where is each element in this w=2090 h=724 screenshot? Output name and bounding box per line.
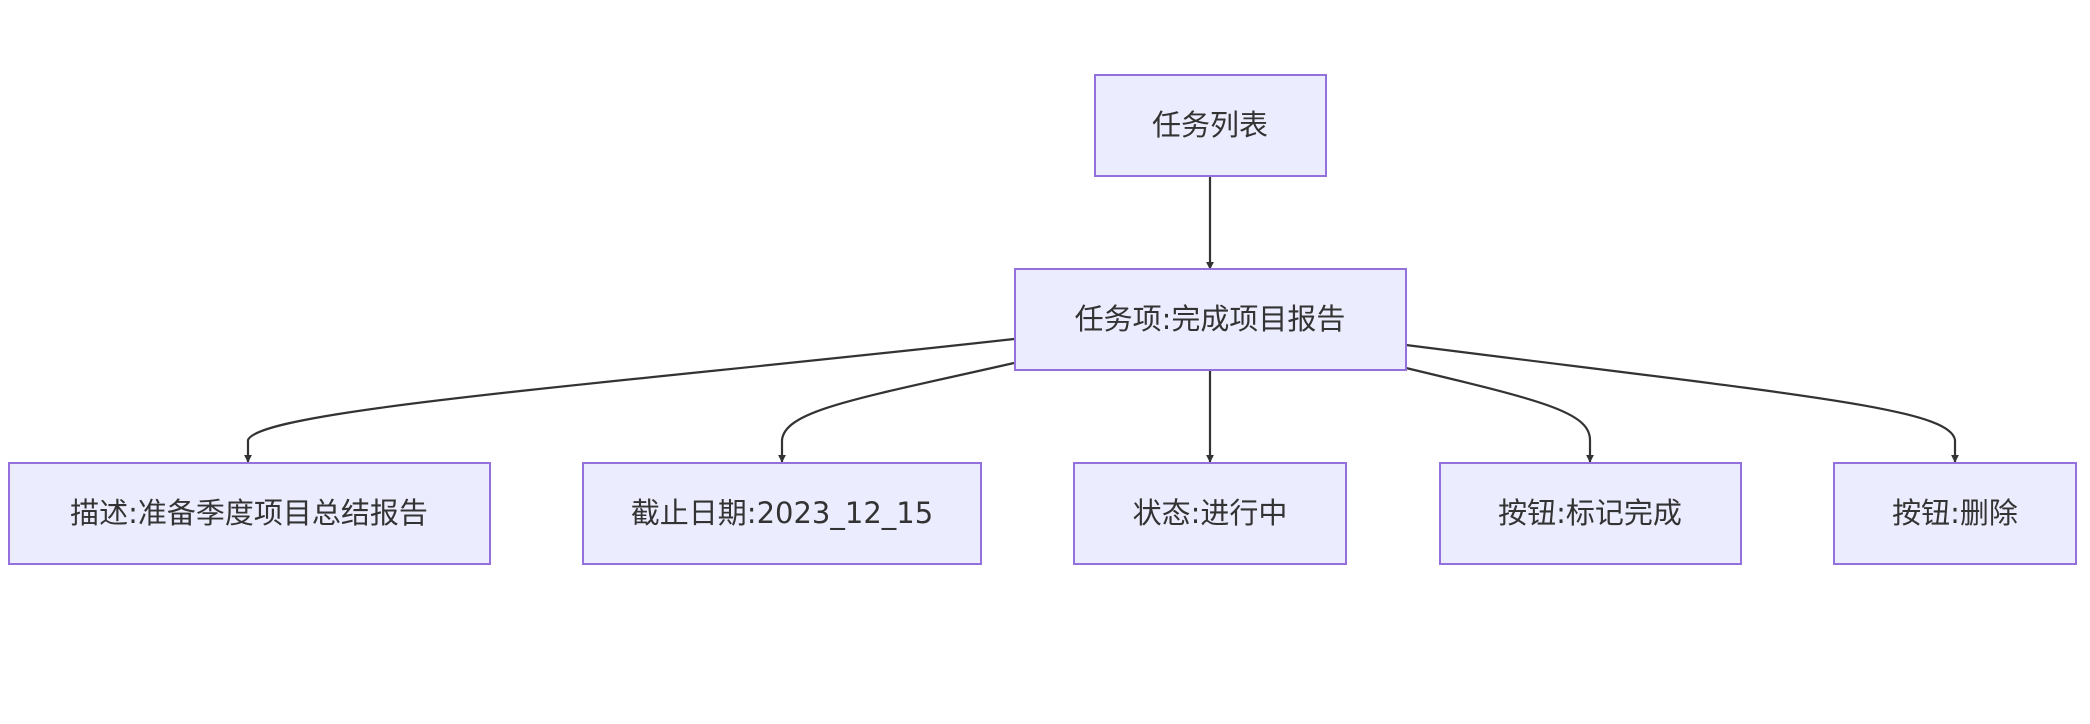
node-label: 按钮:删除 bbox=[1892, 496, 2018, 530]
node-label: 截止日期:2023_12_15 bbox=[631, 496, 933, 530]
node-label: 任务项:完成项目报告 bbox=[1075, 302, 1346, 336]
node-due-date: 截止日期:2023_12_15 bbox=[582, 462, 982, 565]
edge-task-item-to-description bbox=[244, 337, 1015, 463]
node-label: 任务列表 bbox=[1152, 108, 1268, 142]
node-description: 描述:准备季度项目总结报告 bbox=[8, 462, 491, 565]
node-status: 状态:进行中 bbox=[1073, 462, 1347, 565]
edges bbox=[244, 176, 1959, 463]
edge-task-item-to-mark-complete bbox=[1405, 366, 1594, 463]
node-label: 按钮:标记完成 bbox=[1498, 496, 1682, 530]
edge-task-item-to-due-date bbox=[778, 361, 1015, 463]
edge-task-item-to-delete bbox=[1405, 343, 1959, 463]
node-label: 状态:进行中 bbox=[1133, 496, 1288, 530]
node-delete-button: 按钮:删除 bbox=[1833, 462, 2077, 565]
node-mark-complete-button: 按钮:标记完成 bbox=[1439, 462, 1742, 565]
node-task-list: 任务列表 bbox=[1094, 74, 1327, 177]
node-task-item: 任务项:完成项目报告 bbox=[1014, 268, 1407, 371]
node-label: 描述:准备季度项目总结报告 bbox=[70, 496, 428, 530]
